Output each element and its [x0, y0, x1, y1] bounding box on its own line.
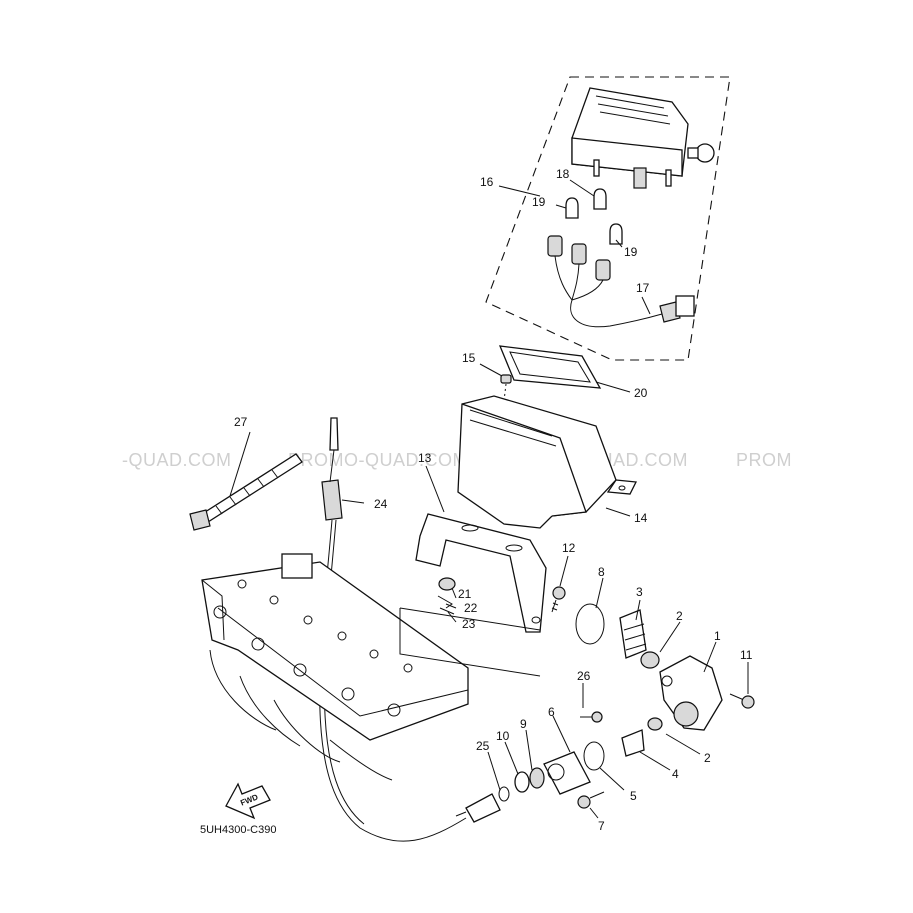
label-11: 11 — [740, 648, 753, 662]
bolt-11 — [729, 693, 755, 709]
o-ring-5 — [583, 741, 605, 771]
bulbs — [565, 188, 623, 245]
label-1: 1 — [714, 629, 721, 643]
fwd-arrow: FWD — [225, 782, 271, 820]
label-24: 24 — [374, 497, 388, 511]
cable-tie-27 — [189, 453, 303, 531]
screw-15 — [500, 374, 512, 384]
label-14: 14 — [634, 511, 648, 525]
label-22: 22 — [464, 601, 478, 615]
meter-housing-14 — [457, 395, 638, 529]
watermark-1: -QUAD.COM — [122, 450, 232, 470]
label-10: 10 — [496, 729, 510, 743]
part-labels: 16 18 19 19 17 15 20 27 13 24 14 12 8 3 … — [234, 167, 753, 833]
label-19a: 19 — [532, 195, 546, 209]
label-21: 21 — [458, 587, 472, 601]
label-15: 15 — [462, 351, 476, 365]
label-9: 9 — [520, 717, 527, 731]
label-2a: 2 — [676, 609, 683, 623]
screw-12 — [551, 586, 566, 613]
label-13: 13 — [418, 451, 432, 465]
label-17: 17 — [636, 281, 650, 295]
washer-9 — [529, 767, 545, 789]
label-23: 23 — [462, 617, 476, 631]
label-3: 3 — [636, 585, 643, 599]
label-27: 27 — [234, 415, 248, 429]
label-25: 25 — [476, 739, 490, 753]
label-5: 5 — [630, 789, 637, 803]
drawing-code: 5UH4300-C390 — [200, 824, 276, 836]
frame-section — [201, 553, 541, 781]
meter-assembly — [571, 87, 715, 189]
label-26: 26 — [577, 669, 591, 683]
speedometer-cable-24 — [319, 417, 501, 842]
label-8: 8 — [598, 565, 605, 579]
label-6: 6 — [548, 705, 555, 719]
grommet-21 — [438, 577, 456, 591]
label-4: 4 — [672, 767, 679, 781]
label-20: 20 — [634, 386, 648, 400]
meter-cover-20 — [498, 345, 602, 389]
socket-harness — [547, 235, 695, 328]
label-16: 16 — [480, 175, 494, 189]
label-2b: 2 — [704, 751, 711, 765]
label-12: 12 — [562, 541, 576, 555]
watermark-layer: -QUAD.COM PROMO-QUAD.COM PROMO-QUAD.COM … — [122, 450, 792, 470]
bracket-13 — [415, 513, 547, 633]
o-ring-8 — [575, 603, 605, 645]
screw-26 — [580, 711, 603, 723]
watermark-2: PROMO-QUAD.COM — [288, 450, 468, 470]
label-19b: 19 — [624, 245, 638, 259]
clip-22 — [437, 595, 453, 609]
o-ring-25 — [498, 786, 510, 802]
label-7: 7 — [598, 819, 605, 833]
clip-23 — [439, 607, 455, 615]
leader-lines — [229, 179, 749, 819]
watermark-4: PROM — [736, 450, 792, 470]
gear-unit — [498, 603, 755, 809]
seal-10 — [514, 771, 530, 793]
assembly-boundary-16 — [485, 76, 731, 361]
screw-7 — [577, 791, 605, 809]
label-18: 18 — [556, 167, 570, 181]
